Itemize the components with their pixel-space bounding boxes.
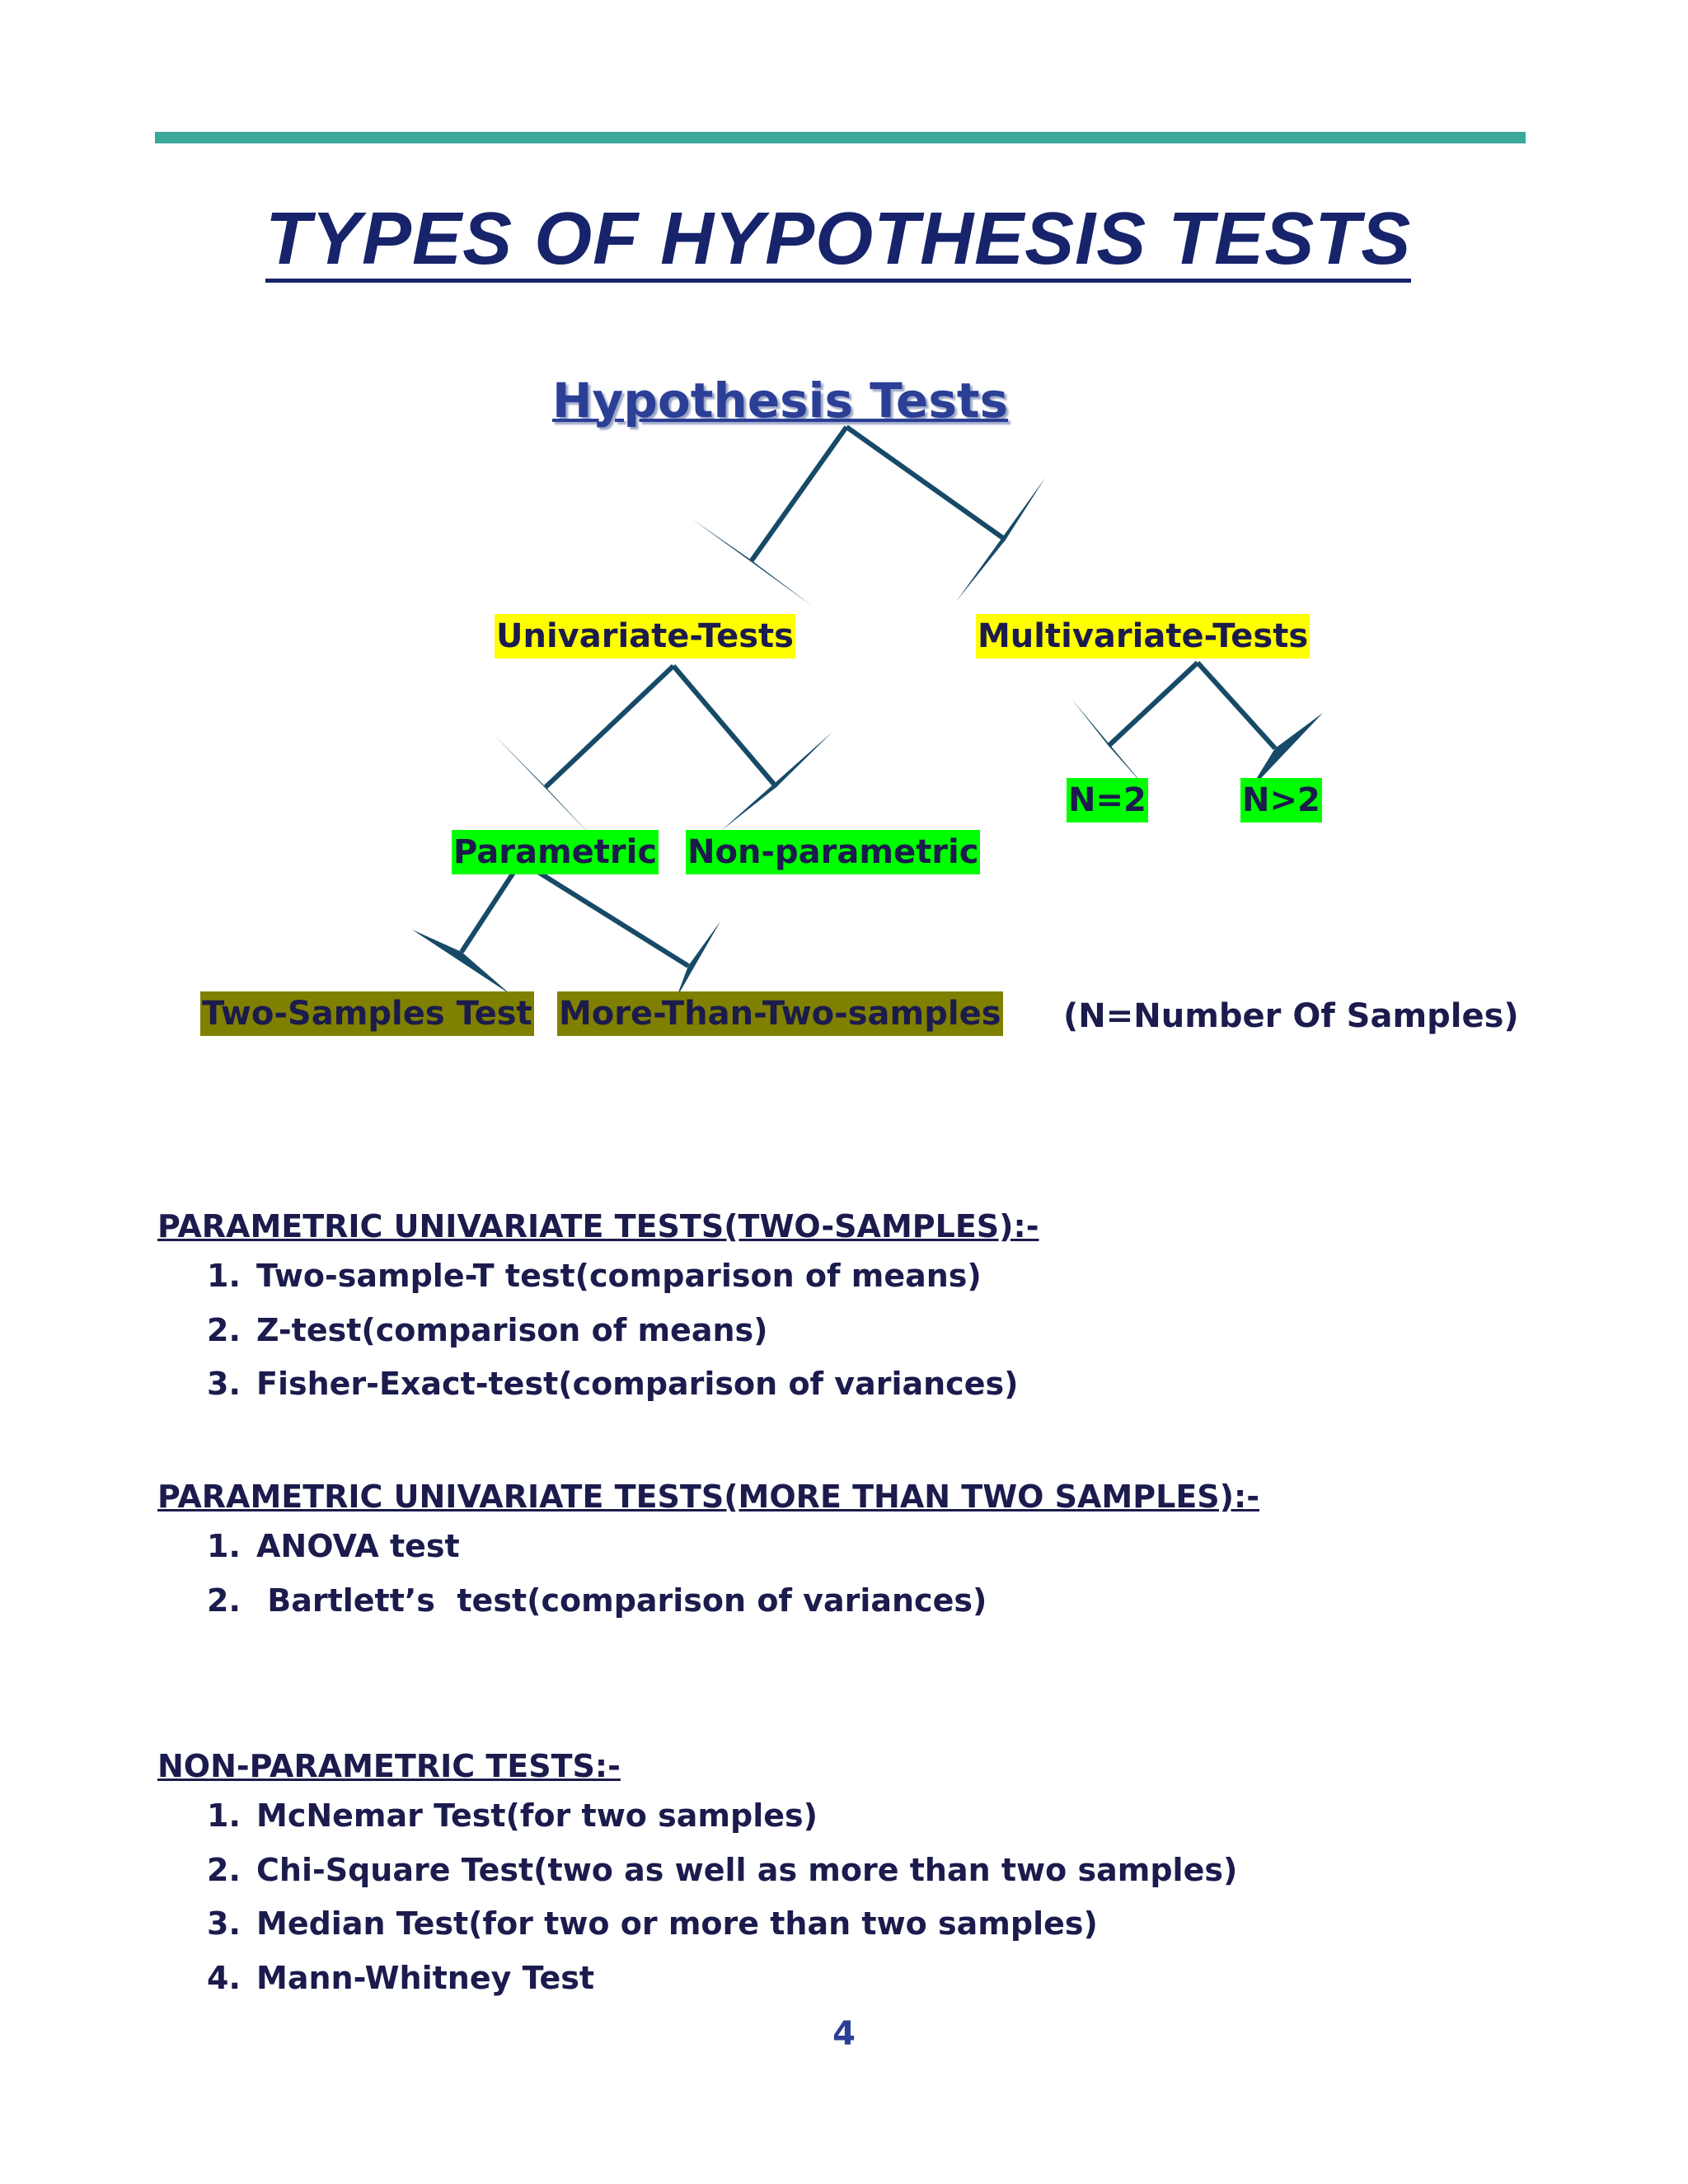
root-node-hypothesis-tests: Hypothesis Tests [552,373,1009,429]
edge-parametric-twosamples [459,860,523,954]
edge-root-univariate [749,425,849,562]
arrowhead-morethantwo-icon [676,921,720,999]
top-rule [155,132,1526,143]
node-univariate-tests: Univariate-Tests [495,614,795,658]
edge-root-multivariate [845,424,1007,542]
arrowhead-nonparametric-icon [721,732,832,831]
node-two-samples-test: Two-Samples Test [200,991,534,1036]
edge-multivariate-ngt2 [1195,660,1278,751]
test-list: 1.McNemar Test(for two samples) 2.Chi-Sq… [157,1789,1476,2005]
list-item: 1.Two-sample-T test(comparison of means) [207,1258,982,1294]
node-non-parametric: Non-parametric [686,830,981,874]
list-item: 2.Chi-Square Test(two as well as more th… [207,1851,1238,1888]
list-item: 2. Bartlett’s test(comparison of varianc… [207,1582,987,1619]
list-item: 3.Fisher-Exact-test(comparison of varian… [207,1366,1019,1402]
node-more-than-two-samples: More-Than-Two-samples [557,991,1003,1036]
list-item: 2.Z-test(comparison of means) [207,1311,768,1348]
arrowhead-twosamples-icon [412,930,511,995]
list-item: 3.Median Test(for two or more than two s… [207,1905,1098,1942]
edge-univariate-parametric [543,663,676,790]
section-heading: PARAMETRIC UNIVARIATE TESTS(TWO-SAMPLES)… [157,1208,1039,1244]
arrowhead-univariate-icon [692,519,812,606]
section-parametric-two-samples: PARAMETRIC UNIVARIATE TESTS(TWO-SAMPLES)… [157,1203,1476,1412]
edge-multivariate-n2 [1106,660,1200,748]
diagram-note: (N=Number Of Samples) [1063,997,1519,1035]
test-list: 1.ANOVA test 2. Bartlett’s test(comparis… [157,1520,1476,1628]
hypothesis-tree-diagram: Hypothesis Tests Univariate-Tests Multiv… [200,373,1519,1036]
arrowhead-multivariate-icon [956,478,1045,602]
edge-univariate-nonparametric [671,664,779,789]
arrowhead-ngt2-icon [1249,713,1323,791]
list-item: 1.ANOVA test [207,1528,460,1564]
node-parametric: Parametric [452,830,659,874]
node-n-equal-2: N=2 [1067,778,1148,823]
page-number: 4 [832,2015,856,2053]
node-n-greater-2: N>2 [1240,778,1322,823]
arrowhead-parametric-icon [493,733,592,837]
list-item: 4.Mann-Whitney Test [207,1959,595,1996]
node-multivariate-tests: Multivariate-Tests [976,614,1311,658]
section-non-parametric: NON-PARAMETRIC TESTS:- 1.McNemar Test(fo… [157,1743,1476,2005]
edge-parametric-morethantwo [519,859,690,968]
tree-connectors [412,424,1323,999]
section-parametric-more-samples: PARAMETRIC UNIVARIATE TESTS(MORE THAN TW… [157,1474,1476,1628]
section-heading: NON-PARAMETRIC TESTS:- [157,1748,621,1784]
test-list: 1.Two-sample-T test(comparison of means)… [157,1249,1476,1412]
section-heading: PARAMETRIC UNIVARIATE TESTS(MORE THAN TW… [157,1479,1259,1515]
page-title: TYPES OF HYPOTHESIS TESTS [265,200,1412,283]
list-item: 1.McNemar Test(for two samples) [207,1797,818,1834]
arrowhead-n2-icon [1071,699,1147,790]
